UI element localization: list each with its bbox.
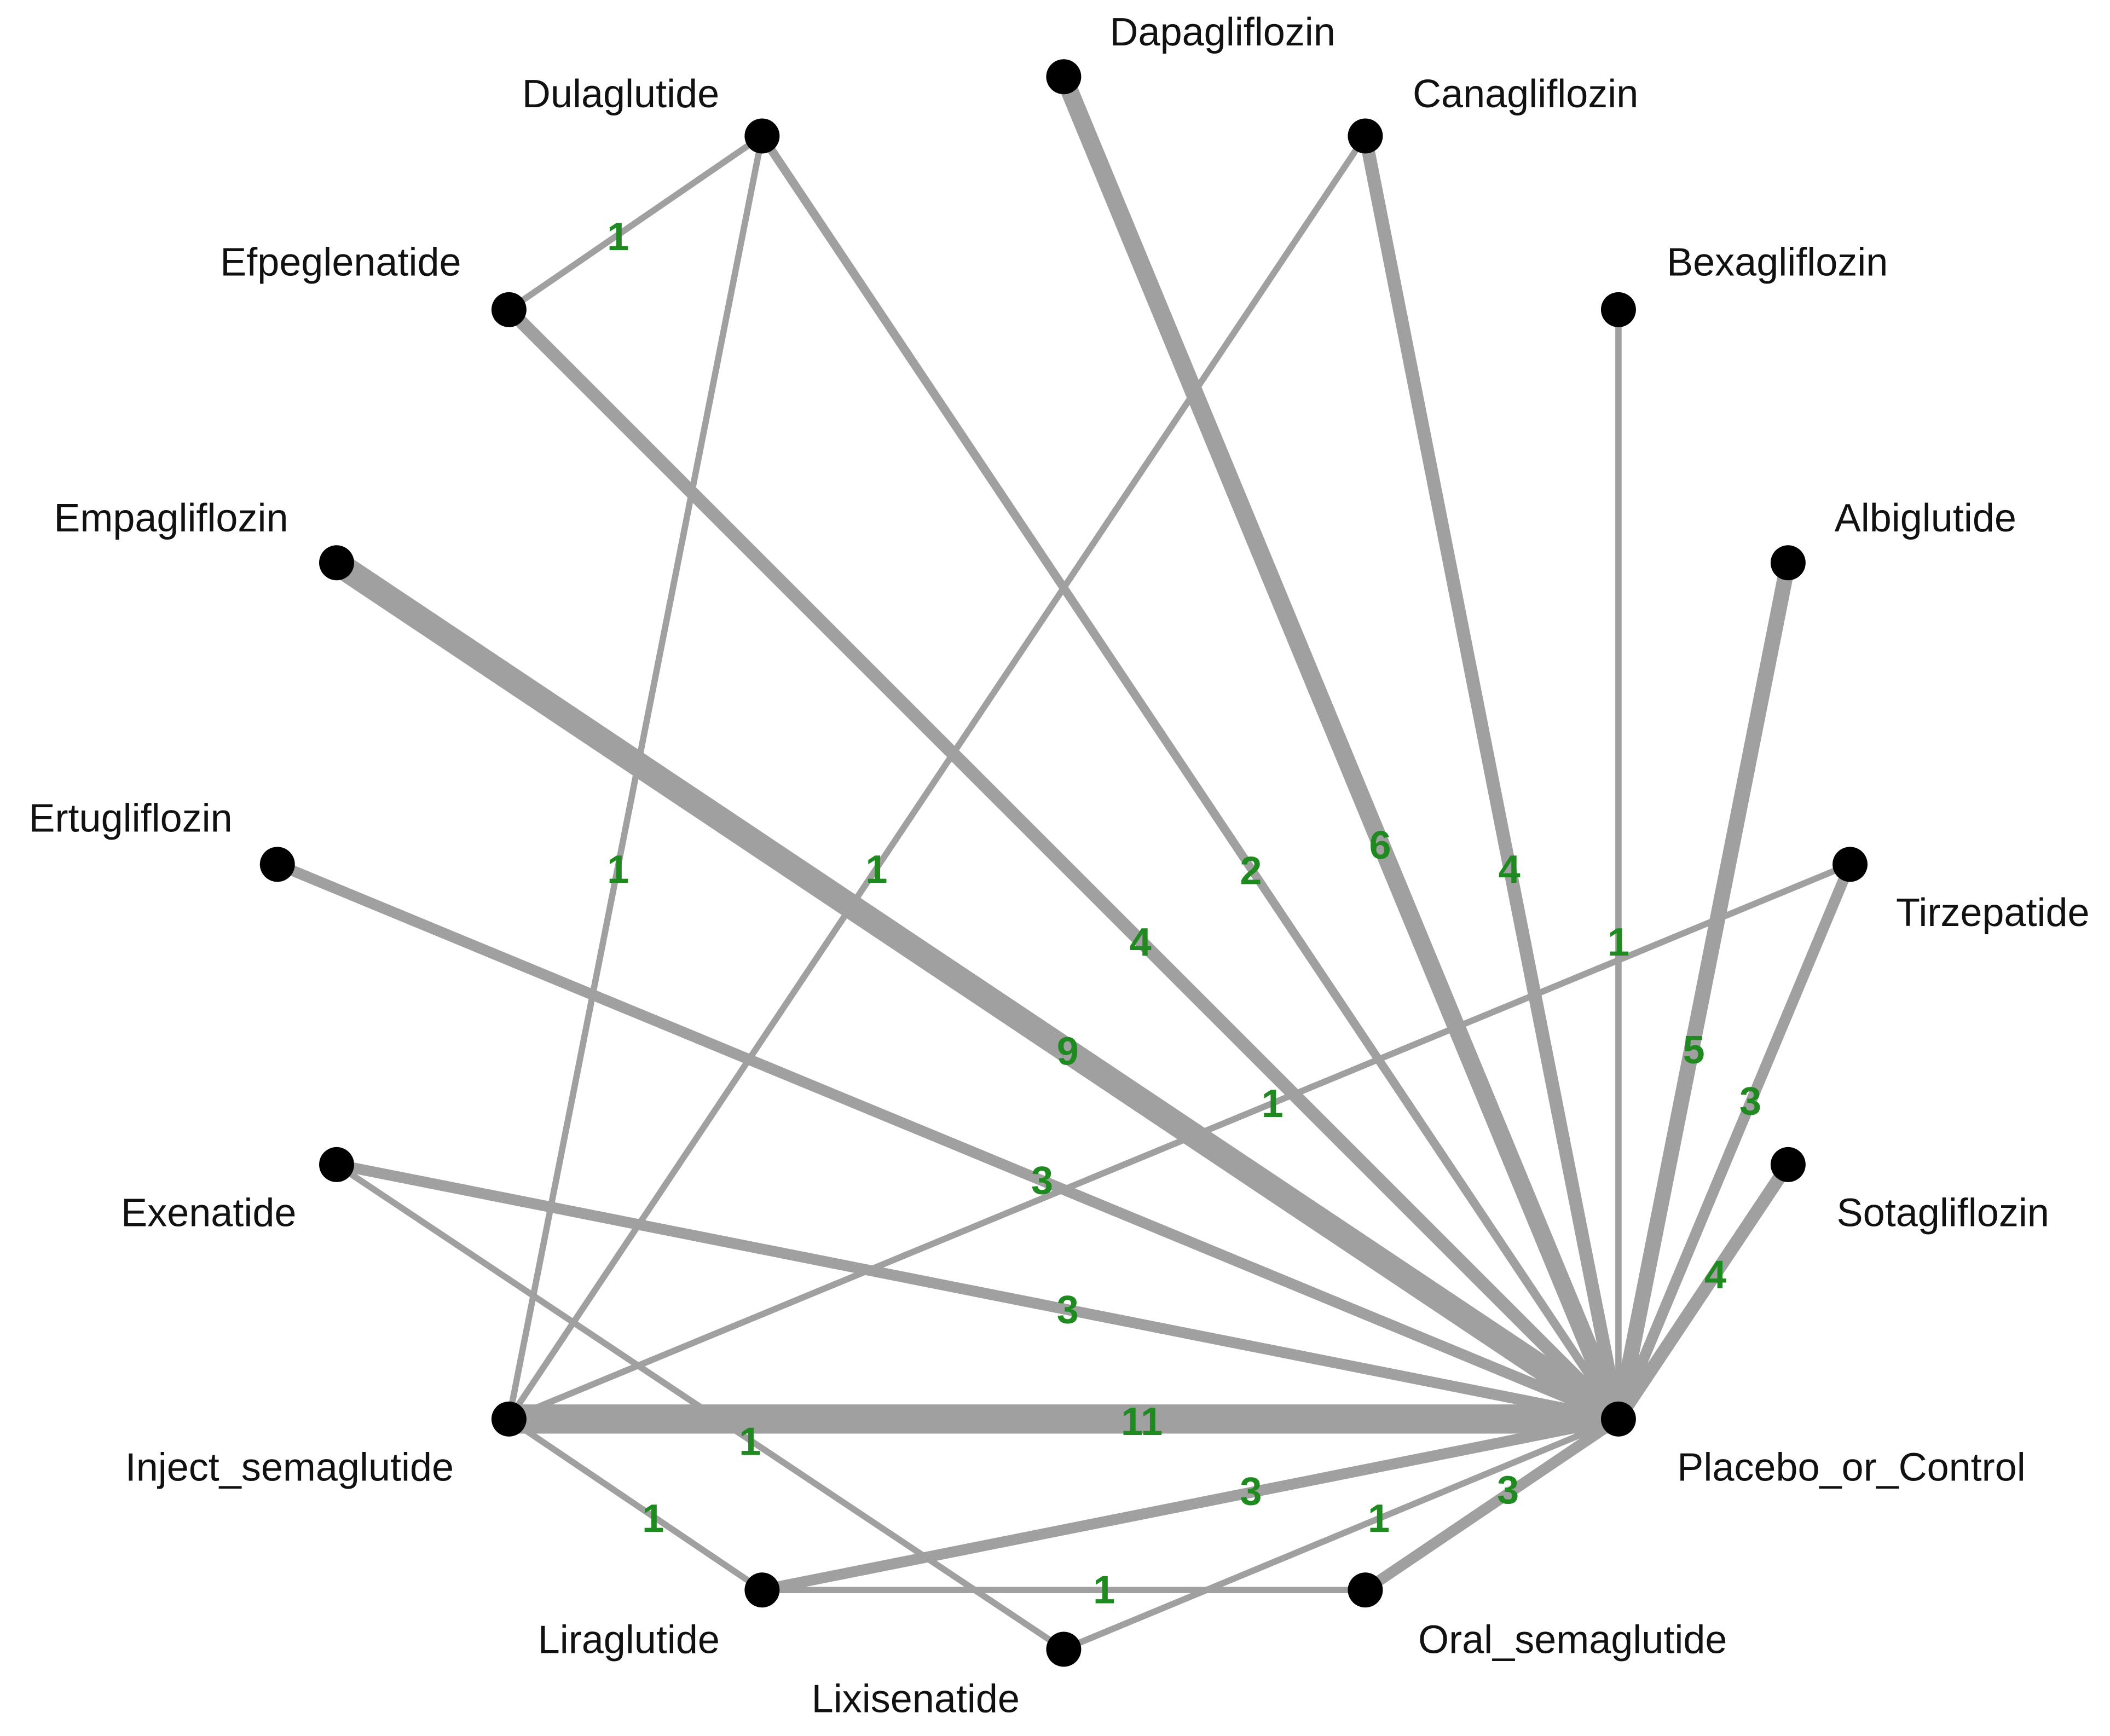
edge-oral-semaglutide-placebo-or-control — [1362, 1414, 1622, 1595]
edge-label-bexagliflozin-placebo-or-control: 1 — [1608, 921, 1629, 964]
node-efpeglenatide — [491, 292, 527, 327]
node-lixisenatide — [1046, 1631, 1082, 1667]
edge-label-canagliflozin-inject-semaglutide: 1 — [865, 848, 887, 892]
edge-label-dapagliflozin-placebo-or-control: 6 — [1369, 824, 1391, 867]
node-dulaglutide — [744, 118, 780, 154]
node-label-albiglutide: Albiglutide — [1835, 496, 2016, 540]
edge-canagliflozin-inject-semaglutide — [506, 134, 1368, 1421]
node-liraglutide — [744, 1572, 780, 1608]
edge-label-liraglutide-placebo-or-control: 3 — [1240, 1470, 1262, 1514]
node-label-efpeglenatide: Efpeglenatide — [220, 241, 461, 285]
node-bexagliflozin — [1600, 292, 1636, 327]
node-exenatide — [319, 1147, 354, 1182]
node-sotagliflozin — [1770, 1147, 1806, 1182]
edge-ertugliflozin-placebo-or-control — [275, 859, 1621, 1425]
edge-label-lixisenatide-placebo-or-control: 1 — [1368, 1497, 1390, 1541]
node-label-canagliflozin: Canagliflozin — [1413, 72, 1638, 116]
node-label-liraglutide: Liraglutide — [538, 1618, 720, 1662]
node-empagliflozin — [319, 545, 354, 581]
edge-dulaglutide-efpeglenatide — [507, 133, 764, 313]
edge-label-liraglutide-oral-semaglutide: 1 — [1093, 1568, 1115, 1612]
edge-dulaglutide-placebo-or-control — [758, 134, 1622, 1422]
node-ertugliflozin — [259, 847, 295, 882]
edge-tirzepatide-inject-semaglutide — [507, 861, 1852, 1422]
edge-label-empagliflozin-placebo-or-control: 9 — [1057, 1029, 1079, 1073]
node-oral-semaglutide — [1348, 1572, 1383, 1608]
node-label-layer: DapagliflozinCanagliflozinBexagliflozinA… — [29, 10, 2090, 1721]
edge-label-dulaglutide-efpeglenatide: 1 — [607, 215, 629, 259]
edge-label-exenatide-lixisenatide: 1 — [739, 1420, 761, 1464]
edge-label-dulaglutide-inject-semaglutide: 1 — [607, 848, 629, 892]
edge-label-dulaglutide-placebo-or-control: 2 — [1240, 849, 1262, 893]
node-tirzepatide — [1832, 847, 1868, 882]
node-canagliflozin — [1348, 118, 1383, 154]
node-dapagliflozin — [1046, 59, 1082, 95]
edge-exenatide-placebo-or-control — [336, 1159, 1620, 1425]
edge-tirzepatide-placebo-or-control — [1613, 862, 1855, 1421]
edge-label-exenatide-placebo-or-control: 3 — [1057, 1288, 1079, 1332]
edge-label-sotagliflozin-placebo-or-control: 4 — [1704, 1253, 1726, 1297]
edge-empagliflozin-placebo-or-control — [329, 552, 1626, 1430]
edge-label-tirzepatide-inject-semaglutide: 1 — [1262, 1082, 1284, 1126]
node-label-bexagliflozin: Bexagliflozin — [1667, 241, 1888, 285]
node-label-empagliflozin: Empagliflozin — [54, 496, 288, 540]
edge-label-canagliflozin-placebo-or-control: 4 — [1499, 848, 1521, 892]
edge-dapagliflozin-placebo-or-control — [1055, 73, 1627, 1423]
edge-inject-semaglutide-liraglutide — [507, 1416, 764, 1593]
node-layer — [259, 59, 1868, 1667]
edge-sotagliflozin-placebo-or-control — [1612, 1161, 1794, 1423]
edge-lixisenatide-placebo-or-control — [1062, 1416, 1620, 1652]
node-placebo-or-control — [1600, 1401, 1636, 1437]
node-label-sotagliflozin: Sotagliflozin — [1837, 1191, 2049, 1235]
edge-layer — [275, 73, 1855, 1652]
node-label-tirzepatide: Tirzepatide — [1896, 891, 2090, 935]
edge-liraglutide-placebo-or-control — [761, 1414, 1620, 1596]
edge-albiglutide-placebo-or-control — [1611, 561, 1796, 1421]
edge-label-oral-semaglutide-placebo-or-control: 3 — [1497, 1468, 1519, 1512]
node-label-placebo-or-control: Placebo_or_Control — [1677, 1445, 2025, 1489]
edge-efpeglenatide-placebo-or-control — [504, 305, 1623, 1424]
node-albiglutide — [1770, 545, 1806, 581]
node-label-ertugliflozin: Ertugliflozin — [29, 797, 233, 841]
node-inject-semaglutide — [491, 1401, 527, 1437]
node-label-dulaglutide: Dulaglutide — [522, 72, 719, 116]
edge-label-inject-semaglutide-liraglutide: 1 — [642, 1497, 664, 1541]
edge-label-efpeglenatide-placebo-or-control: 4 — [1130, 921, 1152, 964]
edge-canagliflozin-placebo-or-control — [1359, 135, 1625, 1421]
edge-label-ertugliflozin-placebo-or-control: 3 — [1031, 1159, 1053, 1202]
node-label-oral-semaglutide: Oral_semaglutide — [1418, 1618, 1727, 1662]
node-label-dapagliflozin: Dapagliflozin — [1110, 10, 1336, 54]
edge-label-inject-semaglutide-placebo-or-control: 11 — [1121, 1400, 1163, 1444]
node-label-lixisenatide: Lixisenatide — [812, 1677, 1020, 1721]
node-label-inject-semaglutide: Inject_semaglutide — [125, 1445, 454, 1489]
edge-label-albiglutide-placebo-or-control: 5 — [1683, 1028, 1705, 1072]
node-label-exenatide: Exenatide — [121, 1191, 296, 1235]
edge-label-tirzepatide-placebo-or-control: 3 — [1739, 1079, 1761, 1123]
